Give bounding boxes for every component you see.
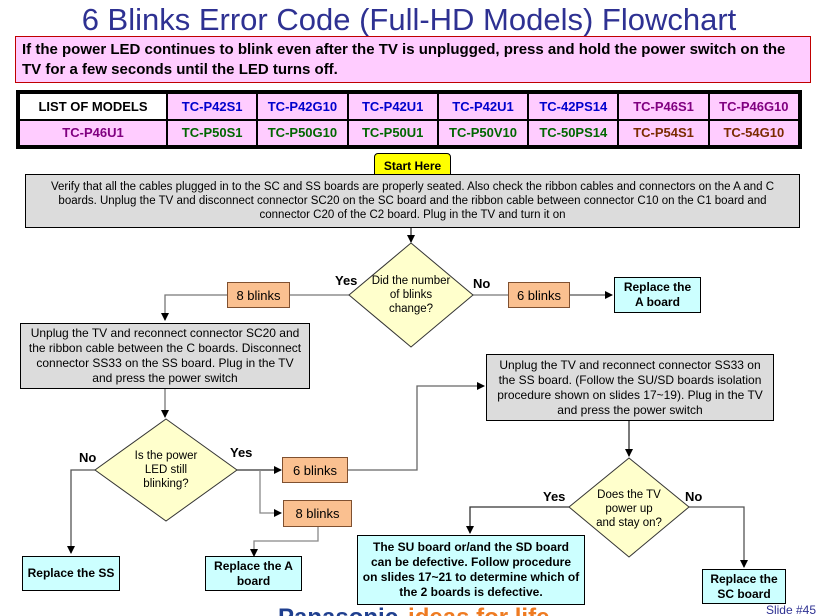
connector-line [689,506,748,568]
decision1-yes-label: Yes [335,273,358,288]
replace-a-board-box-1: Replace the A board [614,277,701,313]
connector-line [67,469,95,554]
decision1-no-label: No [473,276,491,291]
d2-6-blinks-box: 6 blinks [282,457,348,483]
model-cell: TC-P50S1 [168,120,257,145]
decision3-no-label: No [685,489,703,504]
model-cell: TC-42PS14 [529,94,618,119]
model-cell: TC-P50V10 [438,120,528,145]
decision2-no-label: No [79,450,97,465]
step1-process-box: Verify that all the cables plugged in to… [25,174,800,228]
model-cell: TC-P50G10 [258,120,347,145]
connector-line [348,382,485,471]
replace-ss-box: Replace the SS [22,556,120,591]
page-title: 6 Blinks Error Code (Full-HD Models) Flo… [81,2,737,37]
model-cell: TC-P46S1 [619,94,708,119]
decision3-yes-label: Yes [543,489,566,504]
decision1-label: Did the number of blinks change? [371,275,451,315]
brand-name: Panasonic [278,603,398,616]
decision2-yes-label: Yes [230,445,253,460]
models-header: LIST OF MODELS [20,94,166,119]
d2-8-blinks-box: 8 blinks [283,500,352,527]
model-cell: TC-P42U1 [438,94,528,119]
replace-a-board-box-2: Replace the A board [205,556,302,591]
model-cell: TC-P50U1 [348,120,437,145]
models-table: LIST OF MODELS TC-P42S1 TC-P42G10 TC-P42… [16,90,802,149]
decision3-label: Does the TV power up and stay on? [596,489,662,529]
panasonic-logo: Panasonic ideas for life [278,603,578,616]
slide-number: Slide #45 [765,603,816,616]
model-cell: TC-P42G10 [258,94,347,119]
model-cell: TC-P54S1 [619,120,708,145]
connector-line [250,527,319,557]
decision-diamond [348,242,474,348]
d1-6-blinks-box: 6 blinks [508,282,570,308]
model-cell: TC-P46G10 [709,94,798,119]
connector-line [466,506,569,534]
model-cell: TC-P42S1 [168,94,257,119]
step3-process-box: Unplug the TV and reconnect connector SS… [486,354,774,421]
model-cell: TC-54G10 [709,120,798,145]
warning-note: If the power LED continues to blink even… [15,36,811,83]
decision-diamond [568,457,690,558]
decision2-label: Is the power LED still blinking? [134,450,198,490]
d1-8-blinks-box: 8 blinks [227,282,290,308]
brand-tagline: ideas for life [408,603,549,616]
model-cell: TC-P46U1 [20,120,166,145]
connector-line [161,294,227,321]
model-cell: TC-P42U1 [348,94,437,119]
su-sd-defective-box: The SU board or/and the SD board can be … [357,535,585,605]
decision-diamond [94,418,238,522]
replace-sc-board-box: Replace the SC board [702,569,786,604]
model-cell: TC-50PS14 [529,120,618,145]
connector-line [259,470,282,517]
step2-process-box: Unplug the TV and reconnect connector SC… [20,323,310,389]
